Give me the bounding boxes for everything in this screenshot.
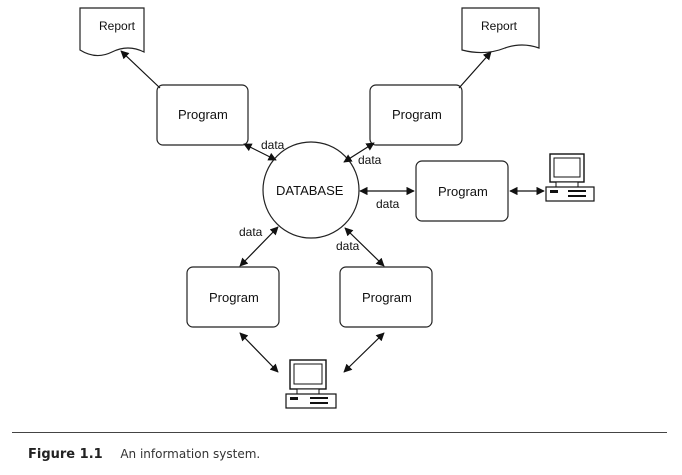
program-top-left: Program (156, 84, 249, 146)
program-bottom-right: Program (339, 266, 433, 328)
arrow-db-bottom-right (344, 227, 385, 267)
data-label-top-left: data (261, 138, 285, 152)
database: DATABASE (262, 141, 360, 239)
program-bottom-right-label: Program (362, 290, 412, 305)
program-right: Program (415, 160, 509, 222)
report-right-label: Report (481, 19, 518, 33)
report-document-icon (461, 7, 540, 54)
program-bottom-left-label: Program (209, 290, 259, 305)
computer-terminal-icon (545, 153, 595, 202)
figure-caption-text: An information system. (120, 447, 261, 461)
computer-terminal-icon (285, 359, 337, 409)
arrow-db-top-left (243, 143, 277, 161)
arrow-program-bottom-right-to-terminal (343, 332, 385, 373)
report-left: Report (79, 7, 145, 57)
arrow-program-to-report-left (120, 50, 161, 89)
data-label-right: data (376, 197, 400, 211)
program-top-right: Program (369, 84, 463, 146)
data-label-bottom-right: data (336, 239, 360, 253)
report-document-icon (79, 7, 145, 57)
program-bottom-left: Program (186, 266, 280, 328)
arrow-db-bottom-left (239, 226, 279, 267)
figure-number: Figure 1.1 (28, 447, 103, 462)
report-left-label: Report (99, 19, 136, 33)
information-system-diagram: Report Report Program Program Program Pr… (79, 7, 595, 409)
arrow-program-bottom-left-to-terminal (239, 332, 279, 373)
database-label: DATABASE (276, 183, 344, 198)
program-right-label: Program (438, 184, 488, 199)
data-label-top-right: data (358, 153, 382, 167)
program-top-right-label: Program (392, 107, 442, 122)
report-right: Report (461, 7, 540, 54)
caption-divider (12, 432, 667, 433)
data-label-bottom-left: data (239, 225, 263, 239)
figure-caption: Figure 1.1 An information system. (28, 446, 260, 462)
program-top-left-label: Program (178, 107, 228, 122)
arrow-program-to-report-right (458, 51, 492, 89)
arrow-db-top-right (343, 142, 375, 163)
